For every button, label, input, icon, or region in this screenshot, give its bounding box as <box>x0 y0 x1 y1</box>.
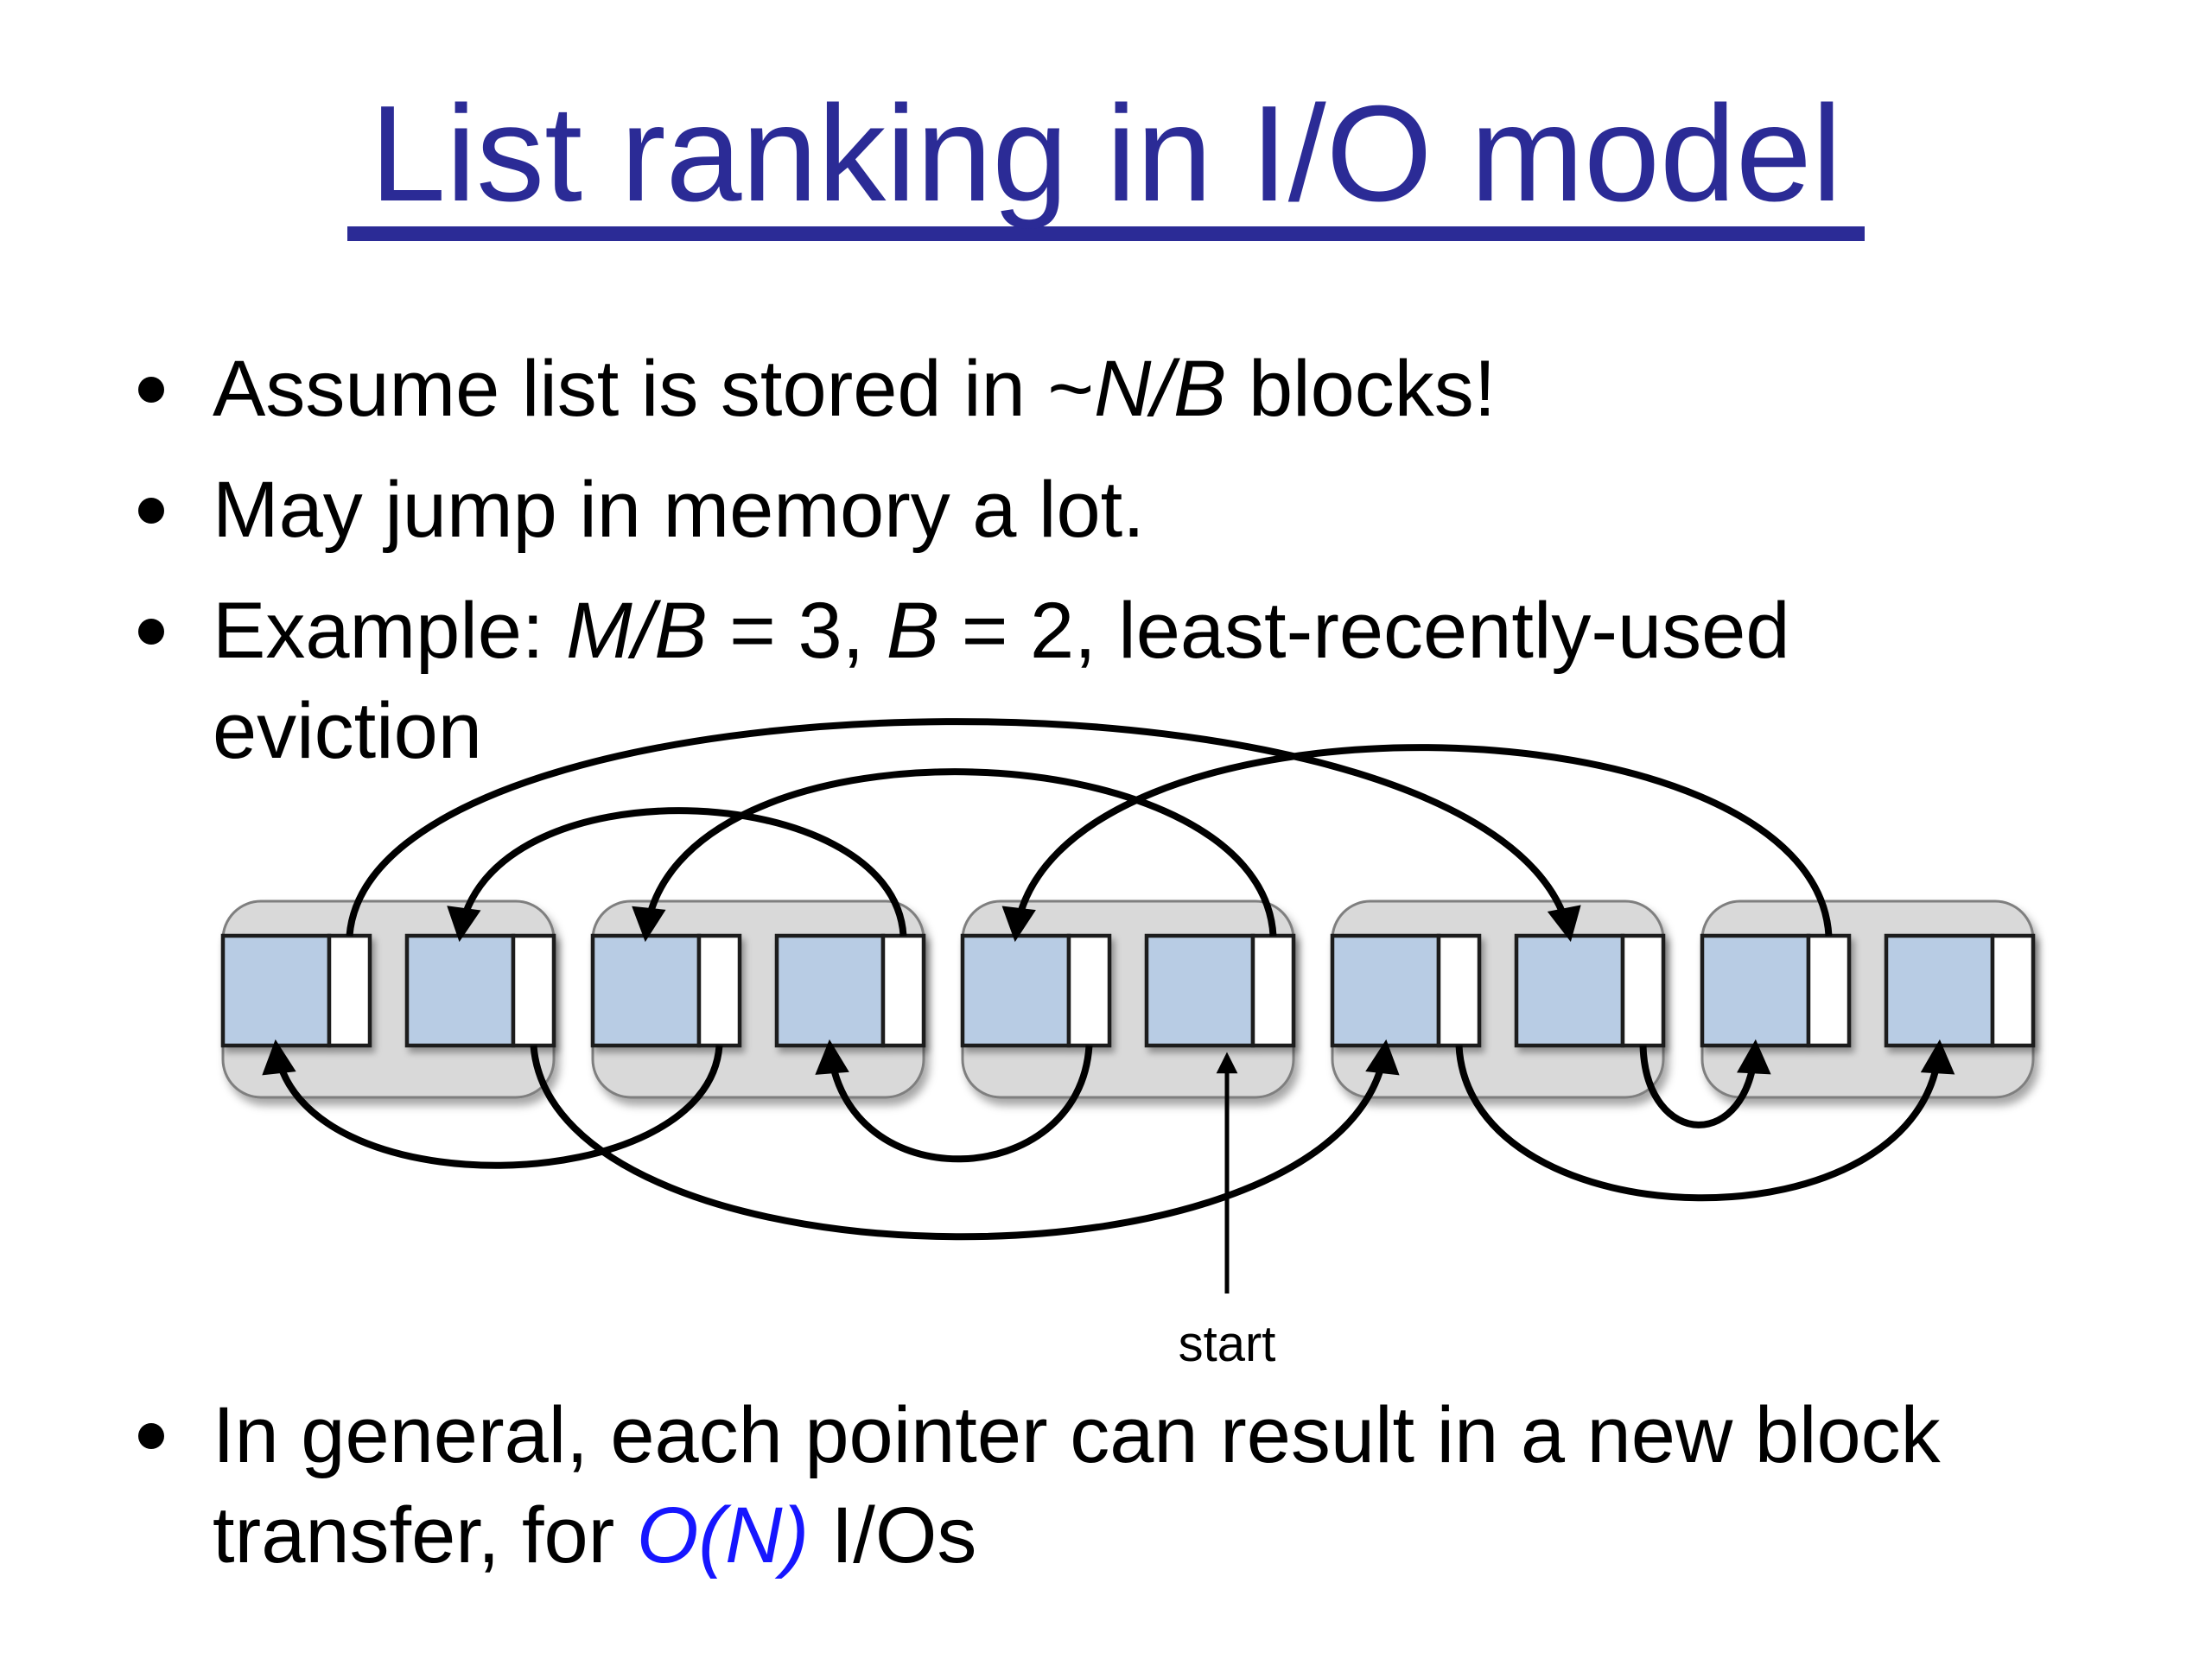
pointer-arc-b2c1-to-b1c1 <box>262 1039 723 1169</box>
text-segment: O(N) <box>636 1491 810 1580</box>
cell-data-field <box>1700 933 1811 1048</box>
list-cell <box>1700 933 1852 1048</box>
list-cell <box>774 933 926 1048</box>
text-segment: May jump in memory a lot. <box>213 466 1145 554</box>
cell-pointer-field <box>1806 933 1852 1048</box>
cell-data-field <box>960 933 1071 1048</box>
text-segment: = 3, <box>707 587 887 675</box>
text-segment: I/Os <box>809 1491 977 1580</box>
pointer-arc-b1c2-to-b4c1 <box>530 1039 1400 1241</box>
cell-data-field <box>404 933 516 1048</box>
list-cell <box>1514 933 1666 1048</box>
text-segment: B <box>886 587 940 675</box>
list-cell <box>590 933 742 1048</box>
list-cell <box>960 933 1112 1048</box>
bullet-line: Example: M/B = 3, B = 2, least-recently-… <box>213 581 1790 681</box>
bullet-dot <box>138 619 164 645</box>
cell-pointer-field <box>1436 933 1482 1048</box>
cell-data-field <box>774 933 886 1048</box>
cell-data-field <box>1144 933 1255 1048</box>
cell-pointer-field <box>511 933 556 1048</box>
cell-pointer-field <box>880 933 926 1048</box>
list-cell <box>1144 933 1296 1048</box>
text-segment: In general, each pointer can result in a… <box>213 1391 1941 1479</box>
bullet-text: In general, each pointer can result in a… <box>213 1385 1941 1586</box>
cell-data-field <box>1330 933 1441 1048</box>
cell-pointer-field <box>1066 933 1112 1048</box>
bullet-dot <box>138 377 164 403</box>
bullet-dot <box>138 498 164 524</box>
bullet-item: May jump in memory a lot. <box>130 460 2195 560</box>
bullet-item: Assume list is stored in ~N/B blocks! <box>130 339 2195 439</box>
bullet-line: Assume list is stored in ~N/B blocks! <box>213 339 1496 439</box>
pointer-arcs-layer <box>262 718 1955 1241</box>
bullet-line: May jump in memory a lot. <box>213 460 1145 560</box>
bullet-list-bottom: In general, each pointer can result in a… <box>130 1385 2195 1606</box>
pointer-arc-b4c2-to-b5c1 <box>1639 1039 1771 1128</box>
cell-data-field <box>220 933 332 1048</box>
cell-pointer-field <box>327 933 372 1048</box>
cell-pointer-field <box>1990 933 2036 1048</box>
start-pointer-layer: start <box>1179 1052 1276 1372</box>
cell-pointer-field <box>1250 933 1296 1048</box>
pointer-arc-b3c1-to-b2c2 <box>815 1039 1093 1163</box>
start-label: start <box>1179 1316 1276 1372</box>
list-cell <box>1330 933 1482 1048</box>
cell-data-field <box>1884 933 1995 1048</box>
text-segment: M/B <box>566 587 708 675</box>
list-cell <box>1884 933 2036 1048</box>
pointer-arc-b1c1-to-b4c2 <box>346 718 1581 943</box>
pointer-arc-b5c1-to-b3c1 <box>1001 744 1833 943</box>
bullet-text: May jump in memory a lot. <box>213 460 1145 560</box>
bullet-line: eviction <box>213 681 1790 781</box>
cell-data-field <box>1514 933 1625 1048</box>
pointer-arc-b3c2-to-b2c1 <box>632 768 1277 943</box>
text-segment: transfer, for <box>213 1491 637 1580</box>
bullet-list-top: Assume list is stored in ~N/B blocks! May… <box>130 339 2195 802</box>
bullet-text: Example: M/B = 3, B = 2, least-recently-… <box>213 581 1790 781</box>
cell-pointer-field <box>1620 933 1666 1048</box>
text-segment: N/B <box>1094 345 1227 433</box>
cell-pointer-field <box>696 933 742 1048</box>
page-title: List ranking in I/O model <box>347 82 1865 241</box>
cell-data-field <box>590 933 702 1048</box>
text-segment: Assume list is stored in ~ <box>213 345 1095 433</box>
text-segment: Example: <box>213 587 567 675</box>
bullet-line: transfer, for O(N) I/Os <box>213 1485 1941 1586</box>
text-segment: blocks! <box>1226 345 1497 433</box>
bullet-dot <box>138 1423 164 1449</box>
bullet-line: In general, each pointer can result in a… <box>213 1385 1941 1485</box>
list-cell <box>404 933 556 1048</box>
text-segment: eviction <box>213 687 482 775</box>
title-wrap: List ranking in I/O model <box>0 82 2212 241</box>
bullet-text: Assume list is stored in ~N/B blocks! <box>213 339 1496 439</box>
text-segment: = 2, least-recently-used <box>939 587 1790 675</box>
pointer-arc-b2c2-to-b1c2 <box>447 807 907 943</box>
pointer-arc-b4c1-to-b5c2 <box>1455 1039 1955 1202</box>
bullet-item: In general, each pointer can result in a… <box>130 1385 2195 1586</box>
bullet-item: Example: M/B = 3, B = 2, least-recently-… <box>130 581 2195 781</box>
list-cell <box>220 933 372 1048</box>
